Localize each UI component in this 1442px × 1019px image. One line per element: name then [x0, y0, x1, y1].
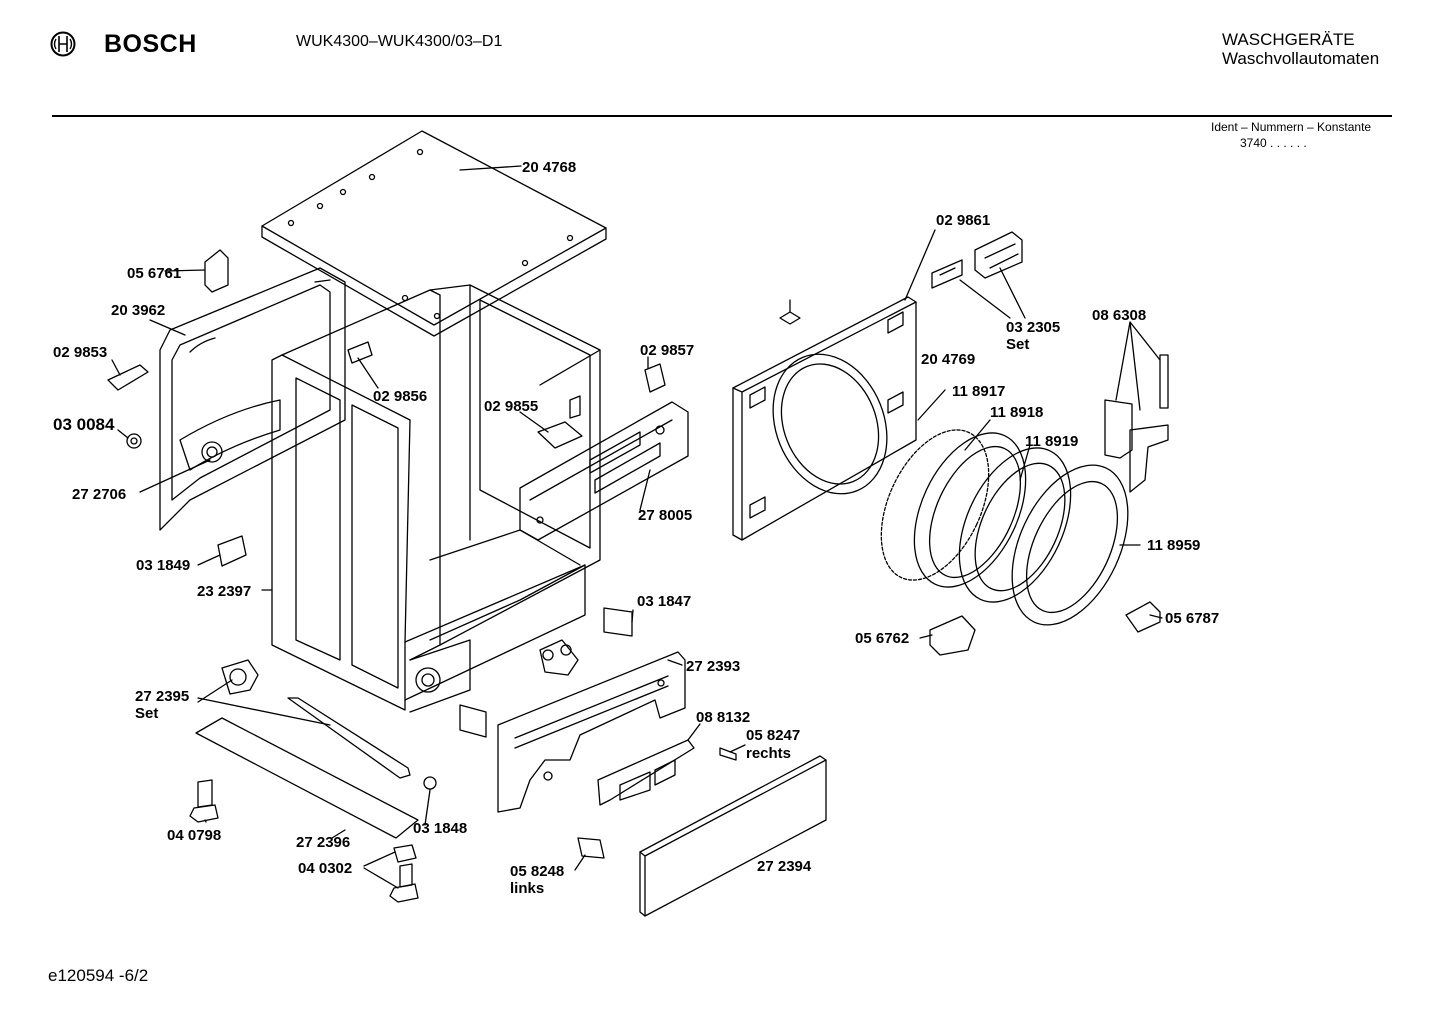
part-label: 03 0084	[53, 415, 115, 434]
ident-label: Ident – Nummern – Konstante	[1211, 120, 1372, 134]
door-lock-drawing	[1104, 354, 1169, 493]
part-label: 03 1848	[413, 820, 467, 837]
part-label: 27 2706	[72, 486, 126, 503]
category-subtitle: Waschvollautomaten	[1222, 49, 1380, 68]
part-labels: 20 4768 05 6761 20 3962 02 9853 03 0084 …	[53, 159, 1219, 897]
part-label: 03 2305	[1006, 319, 1060, 336]
part-label: 04 0302	[298, 860, 352, 877]
part-label: 03 1849	[136, 557, 190, 574]
part-label: 20 4768	[522, 159, 576, 176]
bosch-logo-icon	[50, 31, 76, 57]
part-label: 23 2397	[197, 583, 251, 600]
part-label: 11 8918	[990, 404, 1043, 421]
part-label: 27 2396	[296, 834, 350, 851]
part-label: 27 8005	[638, 507, 692, 524]
small-parts-drawing	[107, 249, 1161, 859]
part-label: 02 9861	[936, 212, 990, 229]
part-label: 08 8132	[696, 709, 750, 726]
part-label: Set	[1006, 336, 1029, 353]
part-label: Set	[135, 705, 158, 722]
part-label: 05 8247	[746, 727, 800, 744]
part-label: 05 6762	[855, 630, 909, 647]
base-strip-drawing	[195, 697, 437, 839]
part-label: 08 6308	[1092, 307, 1146, 324]
door-assembly-drawing	[880, 429, 1129, 626]
part-label: links	[510, 880, 544, 897]
part-label: 27 2395	[135, 688, 189, 705]
header-divider	[52, 115, 1392, 117]
category-title: WASCHGERÄTE	[1222, 30, 1355, 49]
leader-lines	[111, 165, 1163, 889]
door-hinge-drawing	[779, 231, 1023, 325]
control-bracket-drawing	[519, 401, 689, 541]
part-label: 05 8248	[510, 863, 564, 880]
part-label: 02 9856	[373, 388, 427, 405]
cabinet-drawing	[271, 284, 601, 713]
feet-drawing	[189, 779, 419, 903]
drawing-id: e120594 -6/2	[48, 966, 149, 985]
part-label: 05 6761	[127, 265, 181, 282]
part-label: 11 8959	[1147, 537, 1200, 554]
part-label: rechts	[746, 745, 791, 762]
top-cover-drawing	[261, 130, 607, 337]
kickplate-bracket-drawing	[497, 651, 686, 813]
part-label: 27 2393	[686, 658, 740, 675]
part-label: 02 9853	[53, 344, 107, 361]
ident-value: 3740 . . . . . .	[1240, 136, 1307, 150]
part-label: 04 0798	[167, 827, 221, 844]
rear-frame-drawing	[159, 267, 346, 531]
part-label: 05 6787	[1165, 610, 1219, 627]
handle-drawing	[597, 739, 695, 806]
brand-name: BOSCH	[104, 30, 197, 58]
part-label: 03 1847	[637, 593, 691, 610]
part-label: 11 8917	[952, 383, 1005, 400]
front-panel-drawing	[732, 296, 917, 541]
part-label: 11 8919	[1025, 433, 1078, 450]
part-label: 27 2394	[757, 858, 812, 875]
model-number: WUK4300–WUK4300/03–D1	[296, 33, 503, 50]
part-label: 02 9857	[640, 342, 694, 359]
part-label: 02 9855	[484, 398, 538, 415]
kickplate-drawing	[639, 755, 827, 917]
part-label: 20 4769	[921, 351, 975, 368]
part-label: 20 3962	[111, 302, 165, 319]
